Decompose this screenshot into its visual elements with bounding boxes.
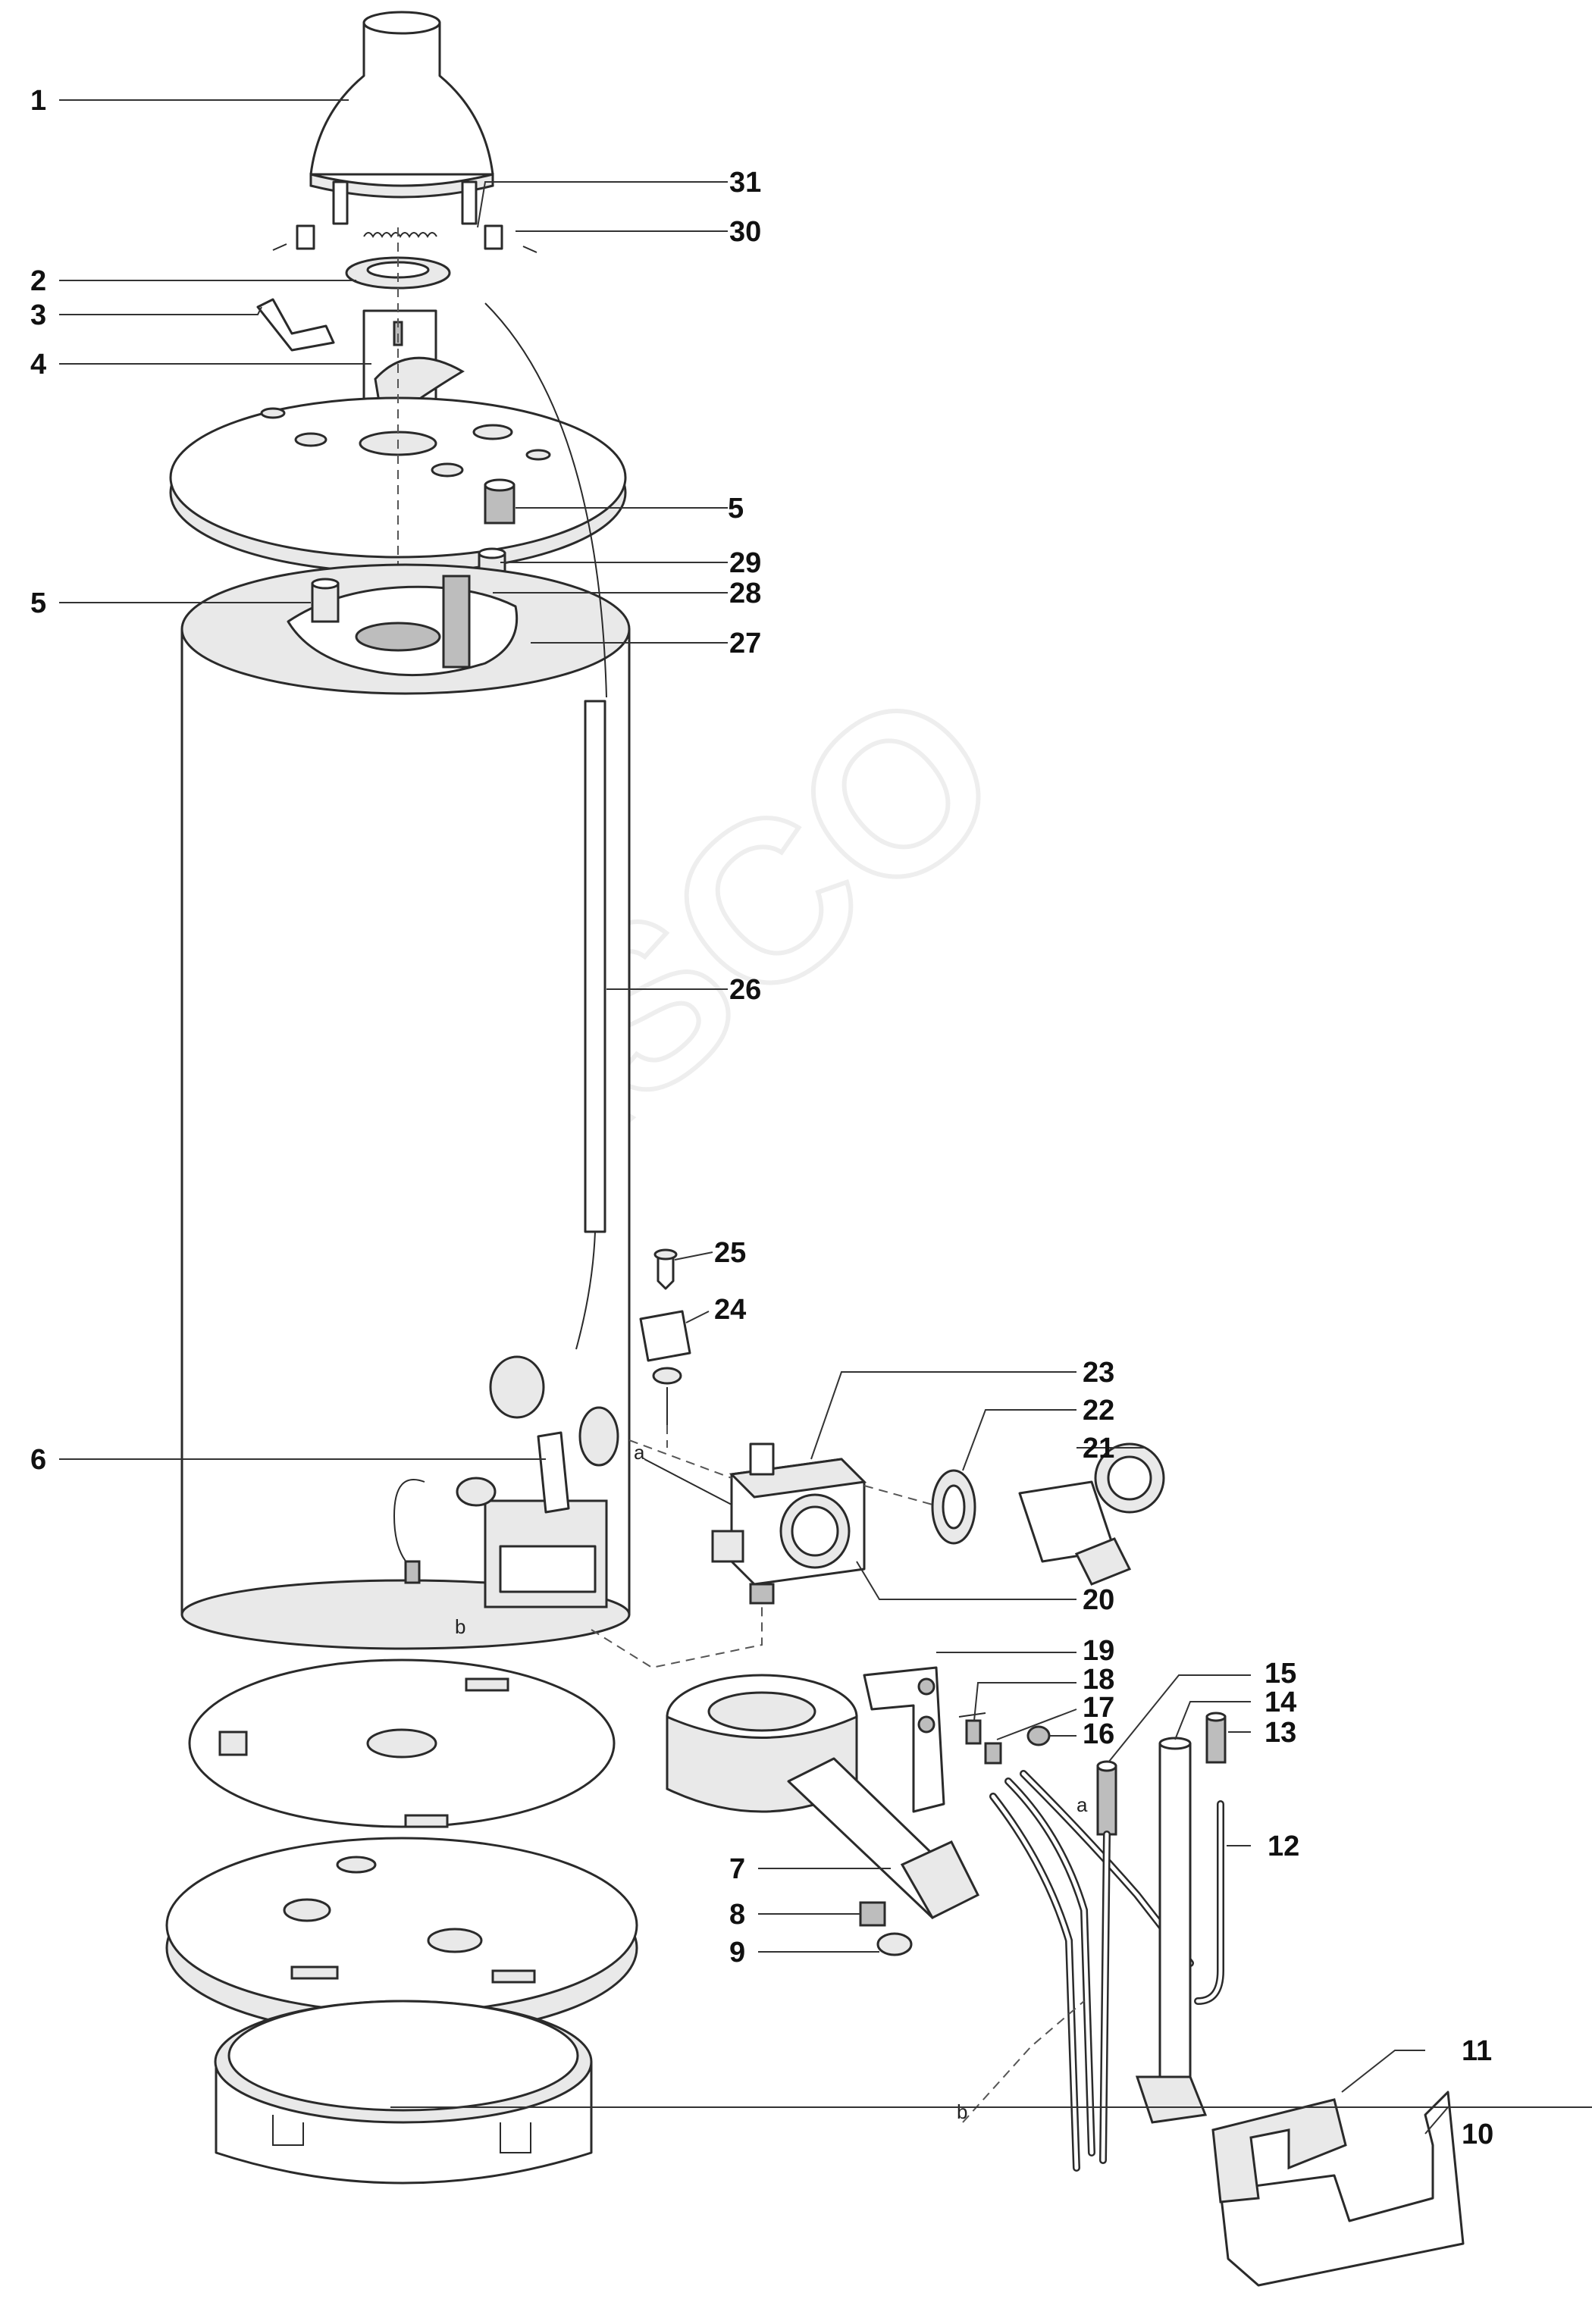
callout-9: 9 [729,1937,745,1969]
callout-13: 13 [1265,1717,1296,1749]
callout-3: 3 [30,299,46,331]
callout-23: 23 [1083,1357,1114,1389]
leader-lines [59,99,1592,2135]
burner-orifice [859,1901,913,1956]
compression-fitting [1205,1712,1227,1764]
pilot-tubing [989,1770,1194,2172]
callout-21: 21 [1083,1433,1114,1464]
callout-2: 2 [30,265,46,297]
callout-30: 30 [729,216,761,248]
callout-14: 14 [1265,1687,1296,1718]
inner-bottom-plate [188,1658,616,1828]
callout-7: 7 [729,1853,745,1885]
outer-bottom-plate [165,1837,638,2037]
inner-access-door [1211,2098,1347,2203]
bracket [256,298,335,352]
callout-17: 17 [1083,1692,1114,1724]
nipple-fitting [484,478,516,525]
callout-19: 19 [1083,1635,1114,1667]
callout-15: 15 [1265,1658,1296,1690]
drain-valve [1018,1442,1165,1586]
outer-access-door [1219,2091,1465,2287]
callout-28: 28 [729,578,761,609]
callout-31: 31 [729,167,761,199]
thermocouple [1096,1760,1117,2164]
callout-20: 20 [1083,1584,1114,1616]
callout-11: 11 [1462,2035,1492,2067]
combustion-door [484,1499,608,1608]
anode-rod [484,302,607,1350]
sensor-bracket [639,1310,691,1448]
callout-4: 4 [30,349,46,381]
callout-16: 16 [1083,1718,1114,1750]
drain-gasket [931,1469,976,1545]
flue-hood [309,11,494,225]
sensor-probe [653,1248,678,1290]
base-ring [214,2000,593,2185]
connector-a: a [1076,1793,1088,1816]
callout-24: 24 [714,1294,746,1326]
thermocouple-bracket [393,1431,570,1584]
callout-10: 10 [1462,2119,1493,2150]
callout-labels: 1 2 3 4 5 5 6 7 8 9 10 11 12 13 14 15 16… [30,85,1493,2150]
pilot-bracket [863,1666,945,1813]
callout-1: 1 [30,85,46,117]
callout-5: 5 [30,587,46,619]
callout-6: 6 [30,1444,46,1476]
inlet-pipe [1135,1737,1208,2124]
callout-26: 26 [729,974,761,1006]
baffle-spring [272,224,537,253]
callout-22: 22 [1083,1395,1114,1427]
pilot-supply-tube [1194,1800,1224,2005]
burner-assembly [666,1674,980,1919]
gas-control-valve [644,1442,867,1605]
callout-18: 18 [1083,1664,1114,1696]
callout-25: 25 [714,1237,746,1269]
connector-b: b [957,2100,967,2123]
callout-12: 12 [1268,1831,1299,1862]
pilot-fittings [958,1712,1051,1765]
connector-b: b [455,1615,465,1638]
callout-27: 27 [729,628,761,659]
callout-5: 5 [728,493,744,525]
tank-openings [489,1355,619,1467]
callout-29: 29 [729,547,761,579]
connector-a: a [634,1441,645,1464]
callout-8: 8 [729,1899,745,1931]
